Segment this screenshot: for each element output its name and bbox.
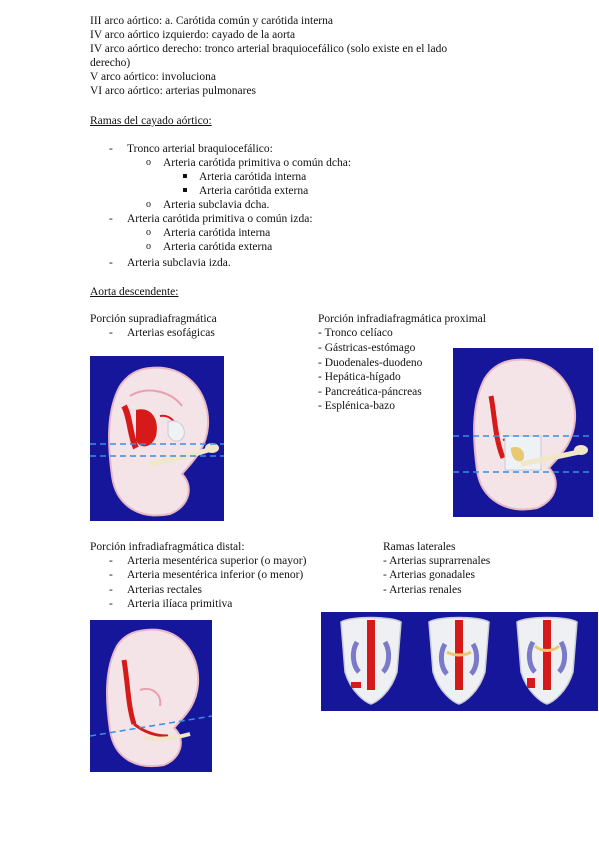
ramas-interna-1: Arteria carótida interna <box>182 171 307 183</box>
infra-dist-item: Arteria mesentérica inferior (o menor) <box>109 568 303 582</box>
ramas-externa-2: Arteria carótida externa <box>146 240 272 254</box>
infra-prox-item: - Pancreática-páncreas <box>318 386 422 398</box>
laterales-item: - Arterias gonadales <box>383 569 475 581</box>
ramas-externa-1: Arteria carótida externa <box>182 185 309 197</box>
infra-dist-title: Porción infradiafragmática distal: <box>90 541 245 553</box>
infra-prox-item: - Esplénica-bazo <box>318 400 395 412</box>
infra-prox-title: Porción infradiafragmática proximal <box>318 313 486 325</box>
embryo-figure-infra-distal <box>90 620 212 772</box>
arch-line-2: IV arco aórtico izquierdo: cayado de la … <box>90 29 296 41</box>
laterales-item: - Arterias renales <box>383 584 462 596</box>
ramas-subclavia-izda: Arteria subclavia izda. <box>109 256 231 270</box>
arch-line-3: IV arco aórtico derecho: tronco arterial… <box>90 43 448 55</box>
infra-dist-item: Arteria mesentérica superior (o mayor) <box>109 554 306 568</box>
supra-item: Arterias esofágicas <box>109 326 215 340</box>
lateral-branches-figure <box>321 612 598 711</box>
infra-dist-item: Arteria ilíaca primitiva <box>109 597 232 611</box>
infra-prox-item: - Duodenales-duodeno <box>318 357 423 369</box>
arch-line-4: derecho) <box>90 57 131 69</box>
infra-prox-item: - Hepática-hígado <box>318 371 401 383</box>
laterales-title: Ramas laterales <box>383 541 456 553</box>
ramas-tronco: Tronco arterial braquiocefálico: <box>109 142 273 156</box>
ramas-carotida-dcha: Arteria carótida primitiva o común dcha: <box>146 156 351 170</box>
infra-prox-item: - Gástricas-estómago <box>318 342 416 354</box>
ramas-subclavia-dcha: Arteria subclavia dcha. <box>146 198 269 212</box>
ramas-heading: Ramas del cayado aórtico: <box>90 115 212 127</box>
ramas-interna-2: Arteria carótida interna <box>146 226 270 240</box>
infra-prox-item: - Tronco celíaco <box>318 327 393 339</box>
aorta-heading: Aorta descendente: <box>90 286 179 298</box>
embryo-figure-infra-proximal <box>453 348 593 517</box>
supra-title: Porción supradiafragmática <box>90 313 217 325</box>
arch-line-1: III arco aórtico: a. Carótida común y ca… <box>90 15 333 27</box>
laterales-item: - Arterias suprarrenales <box>383 555 491 567</box>
ramas-carotida-izda: Arteria carótida primitiva o común izda: <box>109 212 312 226</box>
arch-line-5: V arco aórtico: involuciona <box>90 71 216 83</box>
infra-dist-item: Arterias rectales <box>109 583 202 597</box>
arch-line-6: VI arco aórtico: arterias pulmonares <box>90 85 257 97</box>
embryo-figure-supra <box>90 356 224 521</box>
